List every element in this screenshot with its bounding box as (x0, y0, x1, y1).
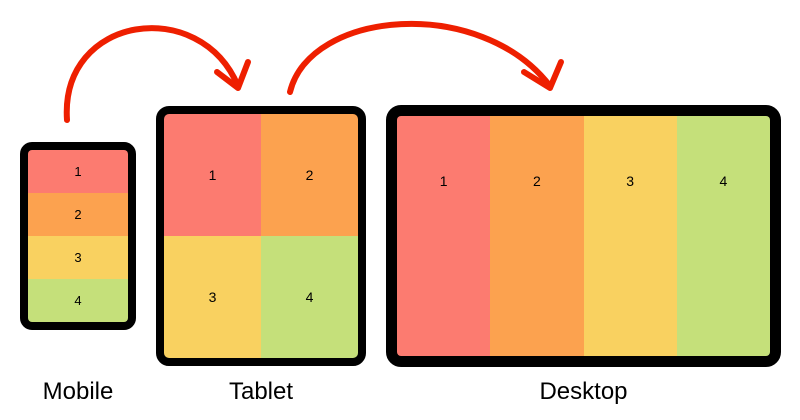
desktop-caption: Desktop (539, 378, 628, 405)
arrow-head (214, 59, 251, 91)
tablet-caption: Tablet (228, 378, 294, 405)
desktop-device: 1 2 3 4 (386, 105, 781, 367)
layout-cell-1: 1 (164, 114, 261, 236)
layout-cell-1: 1 (28, 150, 128, 193)
layout-cell-2: 2 (28, 193, 128, 236)
mobile-to-tablet-arrow (63, 25, 251, 123)
arrow-curve (287, 20, 553, 95)
arrow-curve (63, 25, 241, 123)
layout-cell-4: 4 (261, 236, 358, 358)
tablet-device: 1 2 3 4 (156, 106, 366, 366)
arrow-head (521, 59, 564, 91)
layout-cell-1: 1 (397, 116, 491, 356)
layout-cell-2: 2 (490, 116, 584, 356)
layout-cell-3: 3 (164, 236, 261, 358)
layout-cell-3: 3 (28, 236, 128, 279)
mobile-device: 1 2 3 4 (20, 142, 136, 330)
tablet-to-desktop-arrow (287, 20, 564, 95)
layout-cell-4: 4 (28, 279, 128, 322)
layout-cell-2: 2 (261, 114, 358, 236)
layout-cell-4: 4 (676, 116, 770, 356)
mobile-caption: Mobile (42, 378, 114, 405)
layout-cell-3: 3 (583, 116, 677, 356)
